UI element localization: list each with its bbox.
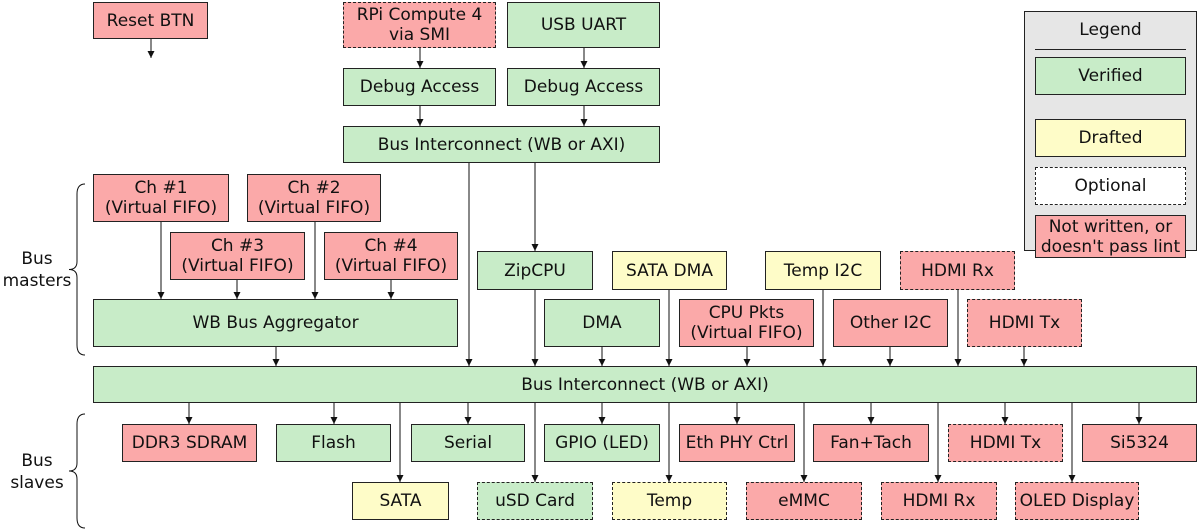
hdmi-tx-slave-block: HDMI Tx [948,424,1063,462]
oled-display-block: OLED Display [1015,482,1139,520]
usd-card-block: uSD Card [477,482,593,520]
ddr3-sdram-block: DDR3 SDRAM [122,424,257,462]
hdmi-tx-master-block: HDMI Tx [967,299,1082,347]
rpi-compute-smi-block: RPi Compute 4 via SMI [343,2,496,48]
zipcpu-block: ZipCPU [477,251,593,290]
sata-dma-block: SATA DMA [612,251,727,290]
dma-block: DMA [544,299,660,347]
other-i2c-block: Other I2C [833,299,948,347]
serial-block: Serial [411,424,525,462]
legend-verified: Verified [1035,57,1186,95]
main-bus-interconnect: Bus Interconnect (WB or AXI) [93,366,1197,403]
sata-block: SATA [352,482,449,520]
connector-lines [147,39,1143,482]
fan-tach-block: Fan+Tach [813,424,929,462]
legend-panel: Legend Verified Drafted Optional Not wri… [1024,11,1197,258]
legend-title: Legend [1079,20,1142,40]
cpu-packets-virtual-fifo: CPU Pkts (Virtual FIFO) [679,299,814,347]
emmc-block: eMMC [746,482,862,520]
debug-access-uart-block: Debug Access [507,68,660,106]
hdmi-rx-master-block: HDMI Rx [900,251,1015,290]
channel-4-virtual-fifo: Ch #4 (Virtual FIFO) [324,232,458,280]
channel-1-virtual-fifo: Ch #1 (Virtual FIFO) [93,174,229,222]
debug-bus-interconnect: Bus Interconnect (WB or AXI) [343,126,660,163]
legend-drafted: Drafted [1035,119,1186,157]
temp-i2c-block: Temp I2C [765,251,881,290]
eth-phy-ctrl-block: Eth PHY Ctrl [679,424,795,462]
reset-button-block: Reset BTN [93,2,208,39]
debug-access-smi-block: Debug Access [343,68,496,106]
si5324-block: Si5324 [1082,424,1197,462]
legend-divider [1035,49,1186,50]
wb-bus-aggregator-block: WB Bus Aggregator [93,299,458,347]
channel-3-virtual-fifo: Ch #3 (Virtual FIFO) [170,232,305,280]
bus-masters-brace [68,183,86,356]
flash-block: Flash [276,424,391,462]
hdmi-rx-slave-block: HDMI Rx [881,482,997,520]
temp-sensor-block: Temp [612,482,727,520]
legend-optional: Optional [1035,167,1186,205]
group-braces [68,183,86,529]
usb-uart-block: USB UART [507,2,660,48]
bus-masters-label: Bus masters [2,249,72,291]
gpio-led-block: GPIO (LED) [544,424,660,462]
legend-not-written: Not written, or doesn't pass lint [1035,215,1186,258]
channel-2-virtual-fifo: Ch #2 (Virtual FIFO) [247,174,381,222]
bus-slaves-brace [68,413,86,529]
bus-slaves-label: Bus slaves [10,451,64,493]
